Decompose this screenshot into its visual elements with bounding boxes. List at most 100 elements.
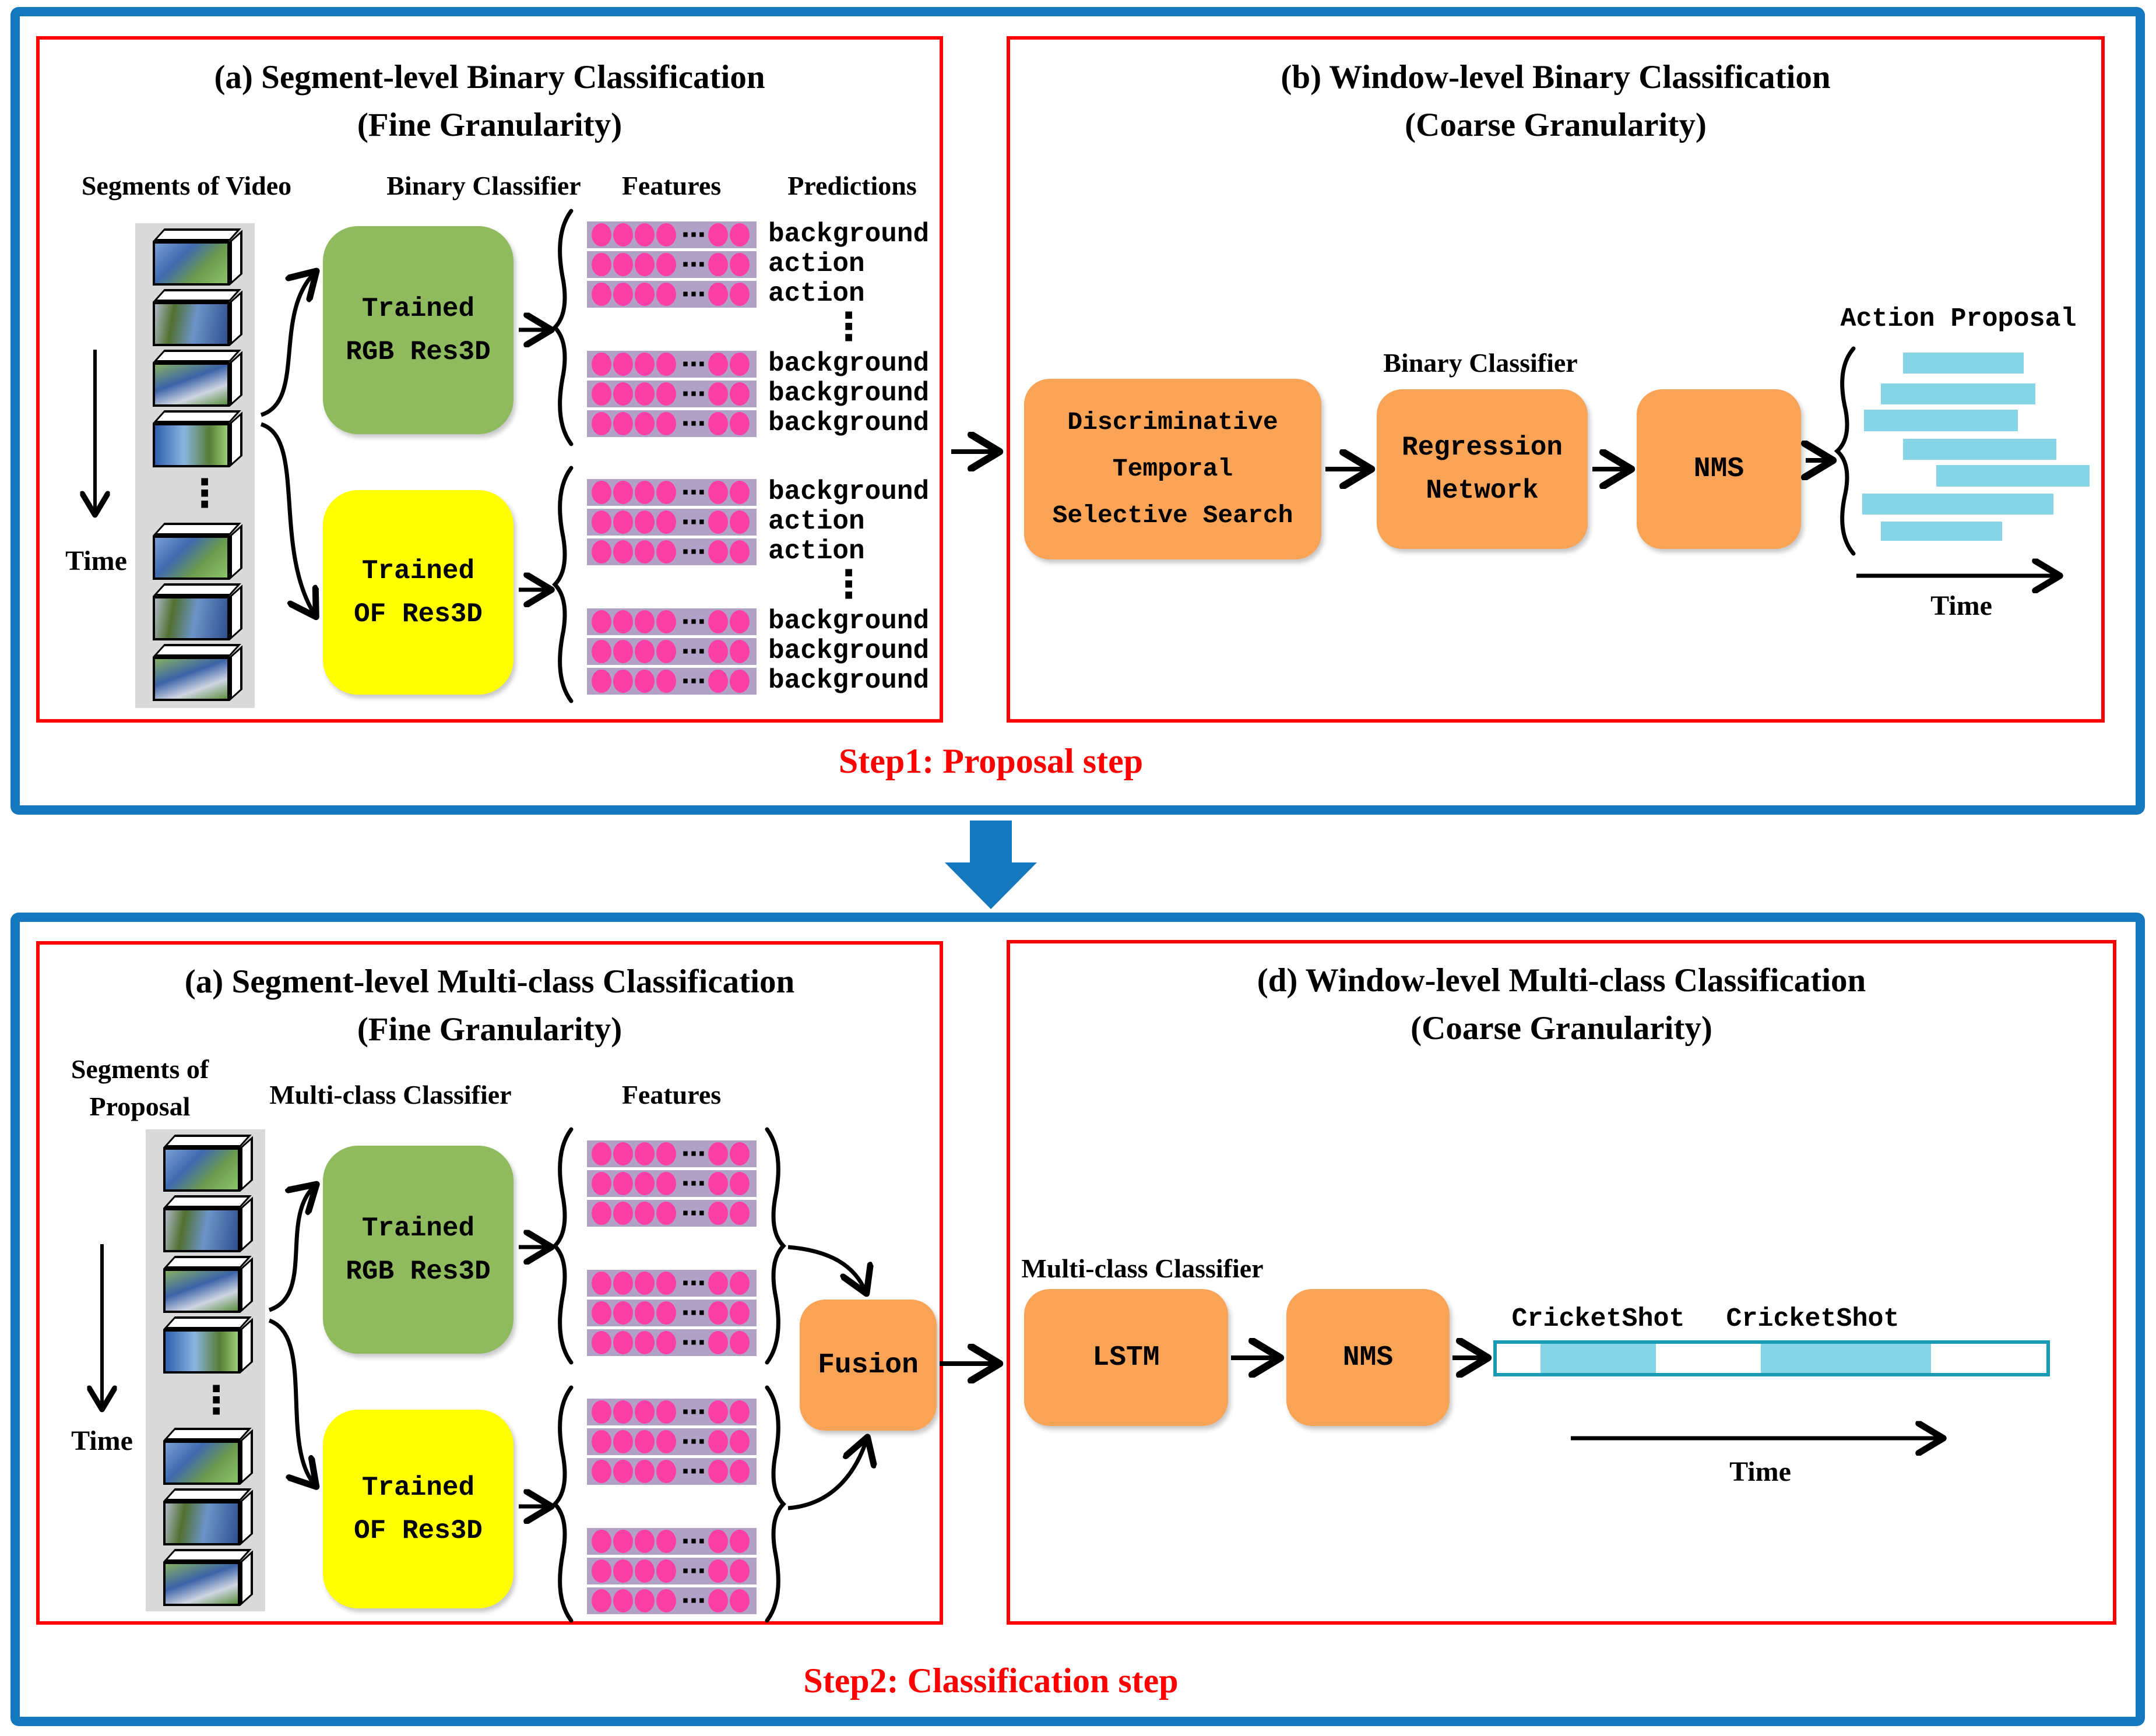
feature-dot (635, 640, 655, 663)
dtss-label-line1: Discriminative (1067, 408, 1278, 436)
feature-dot (613, 1202, 633, 1225)
cube-front-thumbnail (153, 536, 230, 580)
step2-outer-box (10, 913, 2145, 1726)
feature-dot (592, 670, 611, 693)
cube-front-thumbnail (153, 302, 230, 346)
feature-ellipsis: ··· (681, 1269, 706, 1297)
cube-front-thumbnail (163, 1208, 240, 1252)
nms-box-b2: NMS (1286, 1289, 1450, 1426)
feature-dot (635, 1559, 655, 1583)
video-segment-cube (157, 1427, 256, 1487)
action-proposal-bar (1903, 439, 2056, 460)
feature-ellipsis: ··· (681, 1328, 706, 1357)
rgb-res3d-label-line2-a2: RGB Res3D (346, 1256, 491, 1287)
cube-top-face (163, 1316, 252, 1329)
feature-vector-row: ··· (587, 608, 757, 635)
feature-dot (635, 412, 655, 435)
feature-vector-row: ··· (587, 251, 757, 278)
feature-dot (729, 481, 750, 504)
feature-dot (613, 1142, 633, 1165)
feature-dot (592, 1142, 611, 1165)
video-segment-cube (147, 227, 246, 288)
step1-to-step2-arrow (945, 821, 1037, 909)
feature-dot (592, 253, 611, 276)
feature-dot (729, 353, 750, 376)
feature-dot (708, 510, 728, 534)
feature-ellipsis: ··· (681, 1199, 706, 1227)
feature-dot (729, 1530, 750, 1553)
panel-a1-header-features: Features (621, 171, 722, 200)
feature-dot (592, 353, 611, 376)
feature-dot (708, 1559, 728, 1583)
lstm-label: LSTM (1092, 1341, 1160, 1374)
feature-vector-row: ··· (587, 1140, 757, 1167)
video-segment-cube (157, 1194, 256, 1255)
feature-dot (592, 610, 611, 633)
nms-label-b1: NMS (1693, 453, 1745, 485)
timeline-segments (1497, 1344, 2046, 1373)
feature-dot (708, 382, 728, 406)
feature-dot (729, 540, 750, 564)
feature-dot (592, 1430, 611, 1453)
feature-dot (656, 223, 676, 247)
feature-vector-row: ··· (587, 668, 757, 695)
feature-dot (729, 1202, 750, 1225)
prediction-label: background (768, 348, 930, 379)
panel-a2-header-segments-1: Segments of (71, 1054, 209, 1084)
classification-timeline (1493, 1340, 2050, 1376)
feature-dot (592, 1272, 611, 1295)
feature-dot (656, 640, 676, 663)
feature-dot (613, 640, 633, 663)
prediction-label: action (768, 536, 865, 566)
action-proposal-bar (1936, 465, 2090, 487)
feature-dot (613, 382, 633, 406)
panel-a1-segment-dots: ⋮ (185, 471, 224, 516)
feature-dot (656, 253, 676, 276)
feature-dot (708, 1460, 728, 1483)
step1-label: Step1: Proposal step (838, 742, 1144, 780)
rgb-res3d-label-line1-a2: Trained (361, 1213, 475, 1244)
feature-dot (613, 1559, 633, 1583)
panel-a2-header-segments-2: Proposal (89, 1091, 191, 1121)
feature-vector-row: ··· (587, 1587, 757, 1614)
cube-front-thumbnail (163, 1441, 240, 1485)
feature-dot (656, 1400, 676, 1424)
feature-vector-row: ··· (587, 509, 757, 536)
feature-ellipsis: ··· (681, 250, 706, 279)
feature-dot (729, 1142, 750, 1165)
feature-dot (635, 283, 655, 306)
panel-a1-header-predictions: Predictions (787, 171, 917, 200)
feature-vector-row: ··· (587, 351, 757, 378)
panel-a1-subtitle: (Fine Granularity) (357, 107, 622, 143)
feature-dot (656, 382, 676, 406)
feature-ellipsis: ··· (681, 379, 706, 408)
feature-ellipsis: ··· (681, 220, 706, 249)
feature-dot (635, 670, 655, 693)
feature-dot (708, 1530, 728, 1553)
prediction-label: background (768, 378, 930, 409)
rgb-res3d-label-line2: RGB Res3D (346, 336, 491, 367)
feature-dot (635, 382, 655, 406)
panel-a1-header-classifier: Binary Classifier (386, 171, 581, 200)
cube-top-face (153, 410, 241, 423)
feature-dot (635, 1331, 655, 1354)
action-proposal-bar (1881, 383, 2035, 404)
panel-a1-of-res3d-box: Trained OF Res3D (323, 490, 513, 695)
feature-dot (656, 412, 676, 435)
feature-dot (613, 1460, 633, 1483)
cricketshot-label-1: CricketShot (1511, 1304, 1685, 1334)
feature-dot (708, 223, 728, 247)
feature-ellipsis: ··· (681, 1298, 706, 1327)
feature-dot (729, 1331, 750, 1354)
feature-dot (592, 1589, 611, 1612)
feature-dot (635, 1530, 655, 1553)
cube-top-face (153, 583, 241, 596)
feature-dot (708, 253, 728, 276)
feature-ellipsis: ··· (681, 1427, 706, 1456)
panel-b1-title: (b) Window-level Binary Classification (1281, 59, 1831, 96)
cube-front-thumbnail (163, 1562, 240, 1606)
feature-dot (708, 1301, 728, 1325)
cube-front-thumbnail (153, 241, 230, 286)
feature-ellipsis: ··· (681, 637, 706, 665)
